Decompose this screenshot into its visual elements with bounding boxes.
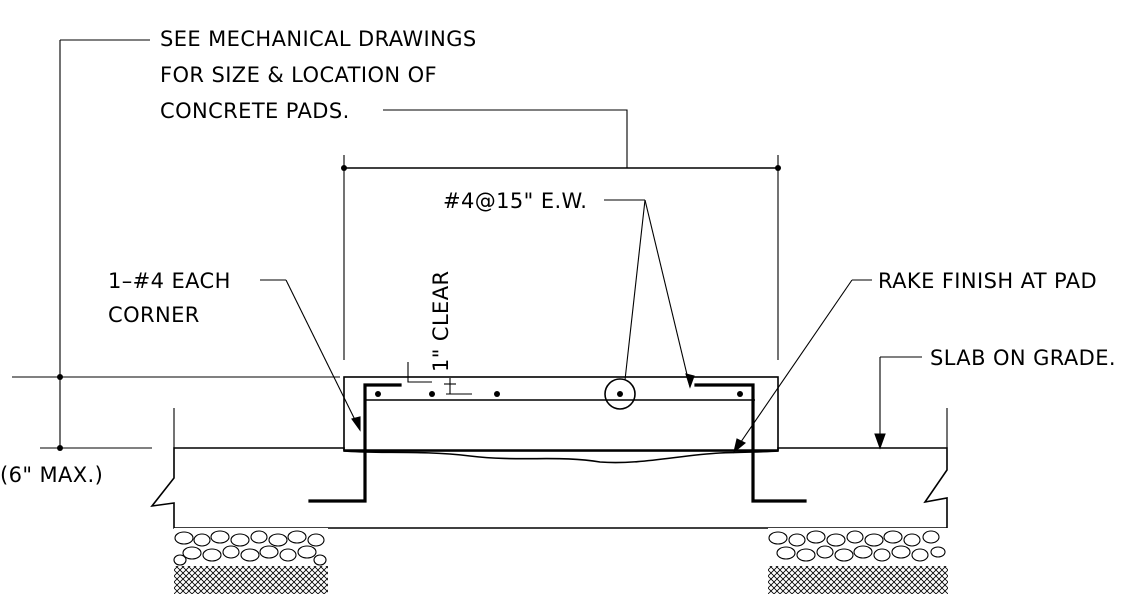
concrete-pad [343, 376, 779, 452]
max-height-note: (6" MAX.) [0, 463, 103, 487]
rebar-dots [375, 391, 743, 397]
slab-on-grade [150, 447, 948, 529]
rake-finish-line [343, 450, 779, 464]
corner-bar-right [694, 383, 807, 503]
slab-leader [874, 356, 922, 450]
corner-bar-note-line1: 1–#4 EACH [108, 269, 231, 293]
clear-cover-dimension [407, 362, 472, 395]
pad-width-dimension [341, 155, 781, 360]
rebar-spacing-note: #4@15" E.W. [443, 189, 587, 213]
gravel-base-right [768, 528, 948, 594]
clear-cover-note: 1" CLEAR [429, 271, 453, 372]
rake-finish-leader [733, 279, 872, 454]
height-dimension [12, 39, 340, 451]
mechanical-note-line2: FOR SIZE & LOCATION OF [160, 63, 437, 87]
rake-finish-note: RAKE FINISH AT PAD [878, 269, 1097, 293]
corner-note-leader [260, 279, 361, 432]
gravel-base-left [173, 528, 328, 594]
mechanical-note-line1: SEE MECHANICAL DRAWINGS [160, 27, 477, 51]
slab-on-grade-note: SLAB ON GRADE. [930, 346, 1116, 370]
corner-bar-note-line2: CORNER [108, 303, 200, 327]
corner-bar-left [308, 383, 402, 503]
mechanical-note-leader [383, 109, 628, 168]
rebar-callout-circle [604, 378, 636, 410]
mechanical-note-line3: CONCRETE PADS. [160, 99, 350, 123]
rebar-note-leader [604, 199, 695, 389]
